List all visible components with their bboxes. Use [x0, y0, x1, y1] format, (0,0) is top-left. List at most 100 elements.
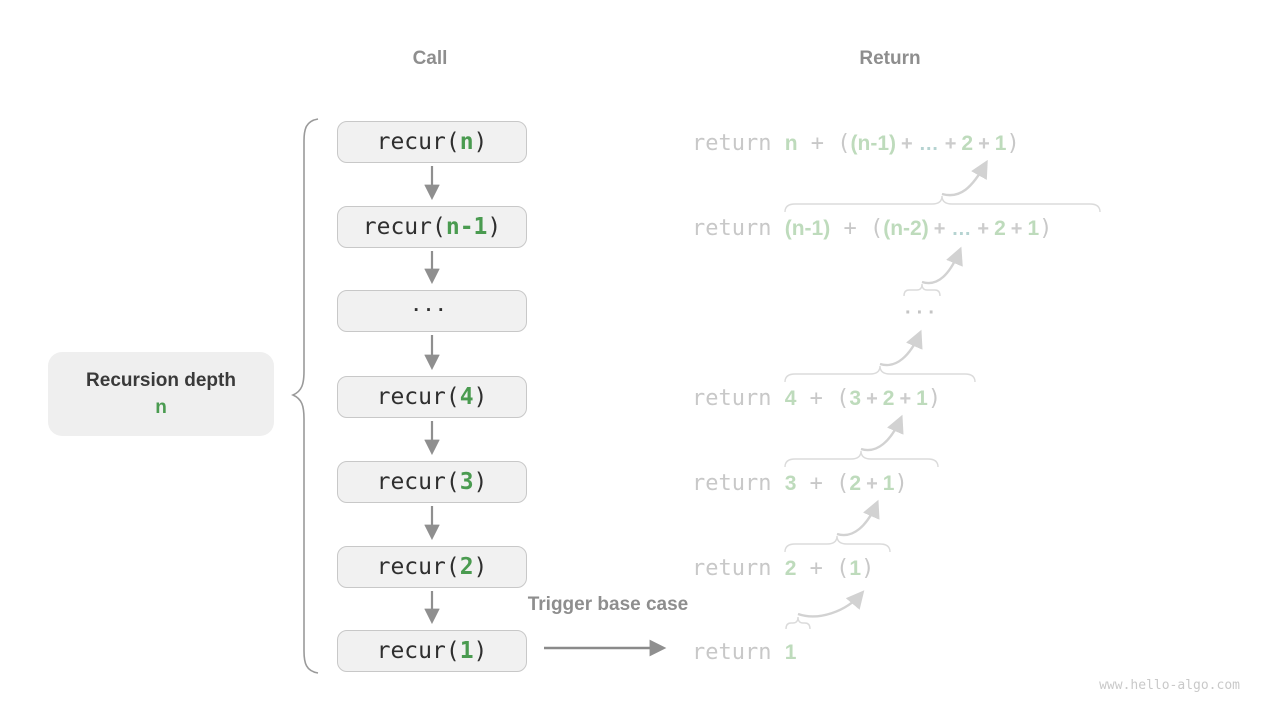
call-box: recur(4) [337, 376, 527, 418]
token: ) [473, 384, 488, 410]
token: + [899, 388, 912, 410]
token: + [830, 216, 870, 241]
token: 1 [916, 387, 928, 410]
curved-up-arrow-icon [921, 246, 963, 285]
token: + [797, 131, 838, 156]
token: ··· [413, 300, 451, 321]
call-box: recur(1) [337, 630, 527, 672]
token: 3 [784, 472, 797, 495]
token: 3 [849, 387, 862, 410]
token: + [933, 218, 946, 240]
token: … [918, 133, 939, 155]
over-brace-icon [784, 450, 939, 468]
trigger-base-case-label: Trigger base case [527, 594, 689, 615]
token: ) [1006, 131, 1020, 156]
token: 2 [961, 132, 974, 155]
return-line: return n + ((n-1)+…+2+1) [692, 128, 1020, 158]
token: ··· [905, 302, 940, 324]
return-line: return 4 + (3+2+1) [692, 383, 941, 413]
call-box: recur(3) [337, 461, 527, 503]
token: ) [473, 554, 488, 580]
return-column-header: Return [859, 48, 921, 69]
call-box: recur(n) [337, 121, 527, 163]
return-arrows [797, 159, 988, 618]
token: recur( [376, 638, 460, 664]
curved-up-arrow-icon [836, 499, 880, 537]
token: 3 [459, 469, 474, 495]
call-box-ellipsis: ··· [337, 290, 527, 332]
token: n [459, 129, 474, 155]
token: ) [473, 129, 488, 155]
token: ) [473, 638, 488, 664]
token: return [692, 216, 785, 241]
token: 1 [849, 557, 862, 580]
token: 1 [459, 638, 474, 664]
token: + [796, 471, 837, 496]
token: + [796, 386, 837, 411]
token: ) [861, 556, 875, 581]
curved-up-arrow-icon [941, 159, 988, 197]
token: 2 [784, 557, 797, 580]
token: return [692, 640, 785, 665]
curved-up-arrow-icon [879, 329, 923, 367]
token: + [901, 133, 913, 155]
token: (n-1) [784, 217, 831, 240]
token: recur( [376, 129, 460, 155]
token: + [796, 556, 837, 581]
call-box: recur(2) [337, 546, 527, 588]
token: return [692, 471, 785, 496]
return-line: return 3 + (2+1) [692, 468, 908, 498]
token: 1 [784, 641, 797, 664]
watermark: www.hello-algo.com [1099, 678, 1240, 693]
token: recur( [376, 384, 460, 410]
return-braces [784, 195, 1101, 630]
token: 2 [994, 217, 1006, 240]
token: n-1 [445, 214, 488, 240]
token: + [866, 473, 878, 495]
token: n [784, 132, 798, 155]
token: + [977, 218, 990, 240]
recursion-depth-value: n [155, 396, 167, 418]
over-brace-icon [784, 195, 1101, 213]
token: 4 [784, 387, 797, 410]
token: + [978, 133, 990, 155]
token: + [866, 388, 878, 410]
token: 1 [1027, 217, 1040, 240]
token: ) [894, 471, 908, 496]
token: + [1010, 218, 1023, 240]
token: ) [1039, 216, 1053, 241]
return-line-ellipsis: ··· [875, 297, 970, 327]
token: 1 [882, 472, 895, 495]
token: ) [927, 386, 942, 411]
token: recur( [362, 214, 446, 240]
over-brace-icon [785, 616, 811, 630]
token: … [951, 218, 972, 240]
token: (n-1) [850, 132, 897, 155]
recursion-depth-label: Recursion depth n [48, 352, 274, 436]
token: return [692, 386, 785, 411]
curved-up-arrow-icon [860, 414, 904, 452]
token: ( [836, 471, 850, 496]
recursion-depth-brace-icon [291, 118, 319, 674]
call-column-header: Call [412, 48, 448, 69]
token: ( [869, 216, 884, 241]
return-line: return (n-1) + ((n-2)+…+2+1) [692, 213, 1052, 243]
token: 1 [994, 132, 1007, 155]
over-brace-icon [903, 283, 941, 297]
token: ( [836, 386, 850, 411]
call-box: recur(n-1) [337, 206, 527, 248]
token: ( [837, 131, 851, 156]
token: ) [473, 469, 488, 495]
token: return [692, 556, 785, 581]
token: 2 [882, 387, 895, 410]
token: 2 [849, 472, 862, 495]
token: + [944, 133, 957, 155]
curved-up-arrow-icon [797, 590, 865, 618]
token: recur( [376, 554, 460, 580]
recursion-depth-text: Recursion depth [86, 369, 236, 391]
token: return [692, 131, 785, 156]
return-line: return 2 + (1) [692, 553, 874, 583]
token: ( [836, 556, 850, 581]
return-line: return 1 [692, 637, 796, 667]
